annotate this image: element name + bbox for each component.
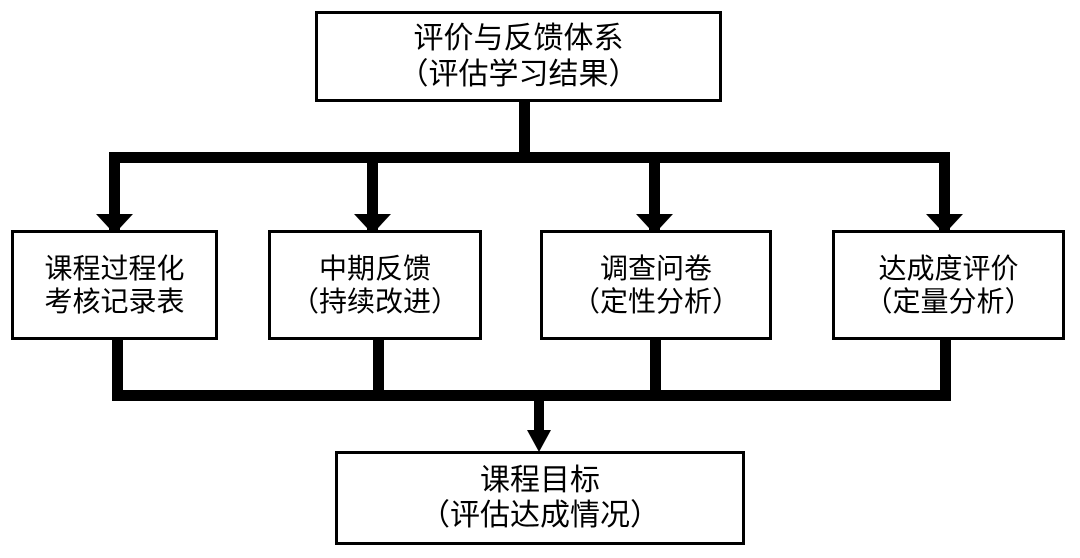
arrow-down-icon-3 xyxy=(636,214,673,234)
node-midterm-feedback[interactable]: 中期反馈 （持续改进） xyxy=(268,230,482,340)
connector-branch-4-stem xyxy=(939,152,950,230)
connector-merge-stem-1 xyxy=(112,340,123,397)
arrow-down-icon-1 xyxy=(96,214,133,234)
connector-bottom-stem xyxy=(534,396,544,434)
connector-top-stem xyxy=(519,102,530,152)
arrow-down-icon-bottom xyxy=(527,430,551,452)
node-survey-questionnaire[interactable]: 调查问卷 （定性分析） xyxy=(540,230,772,340)
node-m2-line-2: （持续改进） xyxy=(290,286,459,317)
node-bottom-line-2: （评估达成情况） xyxy=(420,499,660,532)
connector-merge-stem-2 xyxy=(373,340,384,397)
node-m3-line-2: （定性分析） xyxy=(571,286,740,317)
node-course-objectives[interactable]: 课程目标 （评估达成情况） xyxy=(335,451,745,545)
node-evaluation-feedback-system[interactable]: 评价与反馈体系 （评估学习结果） xyxy=(315,11,722,102)
node-bottom-line-1: 课程目标 xyxy=(480,463,600,497)
arrow-down-icon-2 xyxy=(354,214,391,234)
node-m1-line-1: 课程过程化 xyxy=(44,252,185,284)
node-m2-line-1: 中期反馈 xyxy=(318,252,431,284)
arrow-down-icon-4 xyxy=(926,214,963,234)
node-m4-line-1: 达成度评价 xyxy=(878,252,1019,284)
node-top-line-1: 评价与反馈体系 xyxy=(413,22,624,56)
connector-branch-3-stem xyxy=(649,152,660,230)
node-m4-line-2: （定量分析） xyxy=(864,286,1033,317)
connector-merge-stem-4 xyxy=(940,340,951,397)
connector-merge-bar xyxy=(112,390,951,401)
node-m1-line-2: 考核记录表 xyxy=(44,286,185,317)
node-course-process-assessment-record[interactable]: 课程过程化 考核记录表 xyxy=(11,230,218,340)
connector-split-bar xyxy=(112,152,950,163)
node-top-line-2: （评估学习结果） xyxy=(398,57,639,91)
connector-merge-stem-3 xyxy=(650,340,661,397)
node-achievement-evaluation[interactable]: 达成度评价 （定量分析） xyxy=(832,230,1065,340)
connector-branch-2-stem xyxy=(367,152,378,230)
node-m3-line-1: 调查问卷 xyxy=(599,252,712,284)
connector-branch-1-stem xyxy=(109,152,120,230)
